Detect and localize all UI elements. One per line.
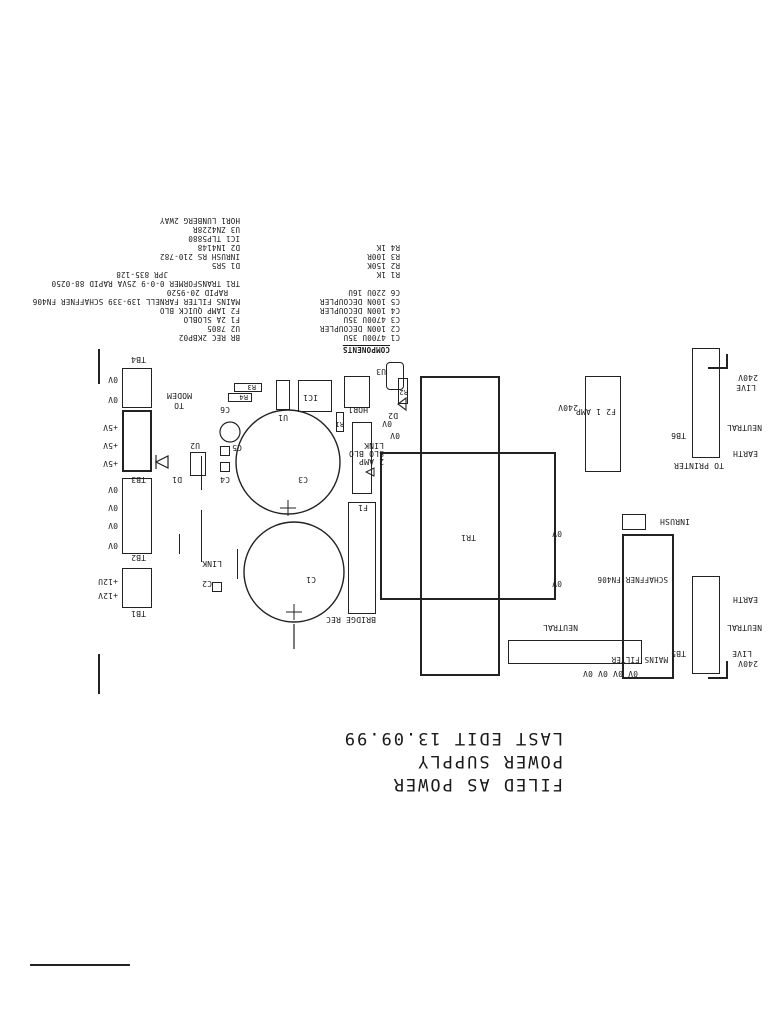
tb4-pin-1: 0V [107, 395, 118, 404]
relay-hor1 [344, 376, 370, 408]
link-left-label: LINK [201, 559, 222, 568]
d2-label: D2 [387, 411, 398, 420]
c4-label: C4 [219, 475, 230, 484]
u2-label: U2 [189, 441, 200, 450]
tb4-label: TB4 [130, 355, 146, 364]
capacitor-c3-body [235, 409, 341, 515]
capacitor-c4 [220, 462, 230, 472]
tb2-pin-2: 0V [107, 521, 118, 530]
tb3-label: TB3 [130, 475, 146, 484]
tb4-pin-2: 0V [107, 375, 118, 384]
tb3-pin-2: +5V [102, 441, 118, 450]
board-trace [236, 549, 238, 579]
board-trace [178, 534, 180, 554]
terminal-block-tb2 [122, 478, 152, 554]
u1-label: U1 [277, 413, 288, 422]
board-trace [200, 510, 202, 562]
tb2-label: TB2 [130, 553, 146, 562]
tb1-label: TB1 [130, 609, 146, 618]
r4-label: R4 [239, 393, 248, 401]
tb1-pin-1: +12V [97, 591, 118, 600]
terminal-block-tb1 [122, 568, 152, 608]
c6-label: C6 [219, 405, 230, 414]
c5-label: C5 [231, 443, 242, 452]
r1-label: R1 [335, 420, 344, 428]
tb4-to-label: TO [173, 401, 184, 410]
tb2-pin-4: 0V [107, 485, 118, 494]
c3-label: C3 [297, 475, 308, 484]
u3-label: U3 [375, 367, 386, 376]
capacitor-c6-body [219, 421, 241, 443]
r2-label: R2 [399, 388, 408, 396]
regulator-u2 [190, 452, 206, 476]
capacitor-c5 [220, 446, 230, 456]
tb4-modem-label: MODEM [166, 391, 192, 400]
terminal-block-tb3 [122, 410, 152, 472]
r3-label: R3 [247, 383, 256, 391]
capacitor-c2 [212, 582, 222, 592]
hor1-label: HOR1 [347, 405, 368, 414]
terminal-block-tb4 [122, 368, 152, 408]
board-trace [200, 456, 202, 490]
bridge-arrow [364, 467, 375, 477]
capacitor-c1-body [243, 521, 345, 623]
tb2-pin-3: 0V [107, 503, 118, 512]
tb2-pin-1: 0V [107, 541, 118, 550]
zero-v-label: 0V [389, 431, 400, 440]
ic1-label: IC1 [302, 393, 318, 402]
tb1-pin-2: +12U [97, 577, 118, 586]
diode-d1-body [154, 455, 169, 469]
c1-label: C1 [305, 575, 316, 584]
d1-label: D1 [171, 475, 182, 484]
diode-d2-body [397, 396, 407, 412]
tb3-pin-1: +5V [102, 459, 118, 468]
chip-u1 [276, 380, 290, 410]
c2-label: C2 [201, 579, 212, 588]
tb3-pin-3: +5V [102, 423, 118, 432]
